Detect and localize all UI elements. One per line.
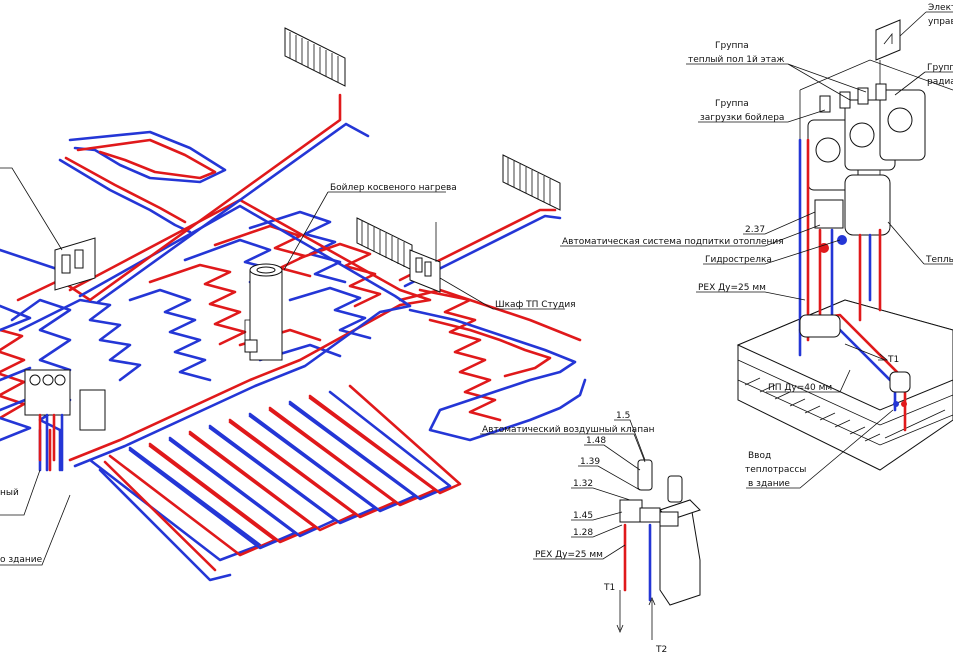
pump-groups <box>807 83 926 191</box>
radiator-middle <box>356 217 413 271</box>
trunk-lines <box>0 93 562 472</box>
hydraulic-separator <box>814 174 891 253</box>
label-electric-2: управ <box>928 17 953 27</box>
label-pex-25-right: PEX Ду=25 мм <box>698 283 766 293</box>
label-cabinet-studio: Шкаф ТП Студия <box>495 300 576 310</box>
label-left-fragment-1: ный <box>0 488 19 498</box>
label-electric-1: Элект <box>928 3 953 13</box>
floor-loop-upper-left <box>58 130 227 234</box>
label-t1-bottom: Т1 <box>603 583 615 593</box>
floor-loop-lower <box>88 384 462 582</box>
heat-input-node <box>616 459 701 640</box>
label-pp-40: ПП Ду=40 мм <box>768 383 832 393</box>
label-1-32: 1.32 <box>573 479 593 489</box>
label-1-39: 1.39 <box>580 457 600 467</box>
label-1-28: 1.28 <box>573 528 593 538</box>
floor-loop-center <box>18 210 382 382</box>
label-t2-bottom: Т2 <box>655 645 667 655</box>
label-group-floor-1: Группа <box>715 41 749 51</box>
label-warm-floor: Теплы <box>925 255 953 265</box>
label-pex-25-bottom: PEX Ду=25 мм <box>535 550 603 560</box>
label-1-45: 1.45 <box>573 511 593 521</box>
label-air-valve: Автоматический воздушный клапан <box>482 425 655 435</box>
manifold-left <box>24 369 106 472</box>
cabinet-studio <box>409 222 441 293</box>
label-t1-right: Т1 <box>887 355 899 365</box>
indirect-boiler <box>244 263 283 361</box>
right-pipes <box>798 138 911 432</box>
electric-control-box <box>875 19 901 61</box>
floor-loop-right <box>398 288 587 442</box>
label-input-1: Ввод <box>748 451 771 461</box>
label-group-radiator-1: Групп <box>927 63 953 73</box>
label-2-37: 2.37 <box>745 225 765 235</box>
label-input-3: в здание <box>748 479 790 489</box>
label-group-boiler-2: загрузки бойлера <box>700 113 784 123</box>
label-hydro-separator: Гидрострелка <box>705 255 772 265</box>
label-auto-feed: Автоматическая система подпитки отоплени… <box>562 237 784 247</box>
label-1-48: 1.48 <box>586 436 606 446</box>
label-input-2: теплотрассы <box>745 465 806 475</box>
floor-loop-left-serpentine <box>0 278 92 442</box>
radiator-top <box>284 27 346 87</box>
label-1-5: 1.5 <box>616 411 630 421</box>
label-group-radiator-2: радиа <box>927 77 953 87</box>
radiator-right <box>502 154 561 211</box>
label-left-fragment-2: о здание <box>0 555 43 565</box>
label-boiler: Бойлер косвеного нагрева <box>330 183 457 193</box>
label-group-boiler-1: Группа <box>715 99 749 109</box>
label-group-floor-2: теплый пол 1й этаж <box>688 55 784 65</box>
collector-box-left <box>54 237 96 291</box>
